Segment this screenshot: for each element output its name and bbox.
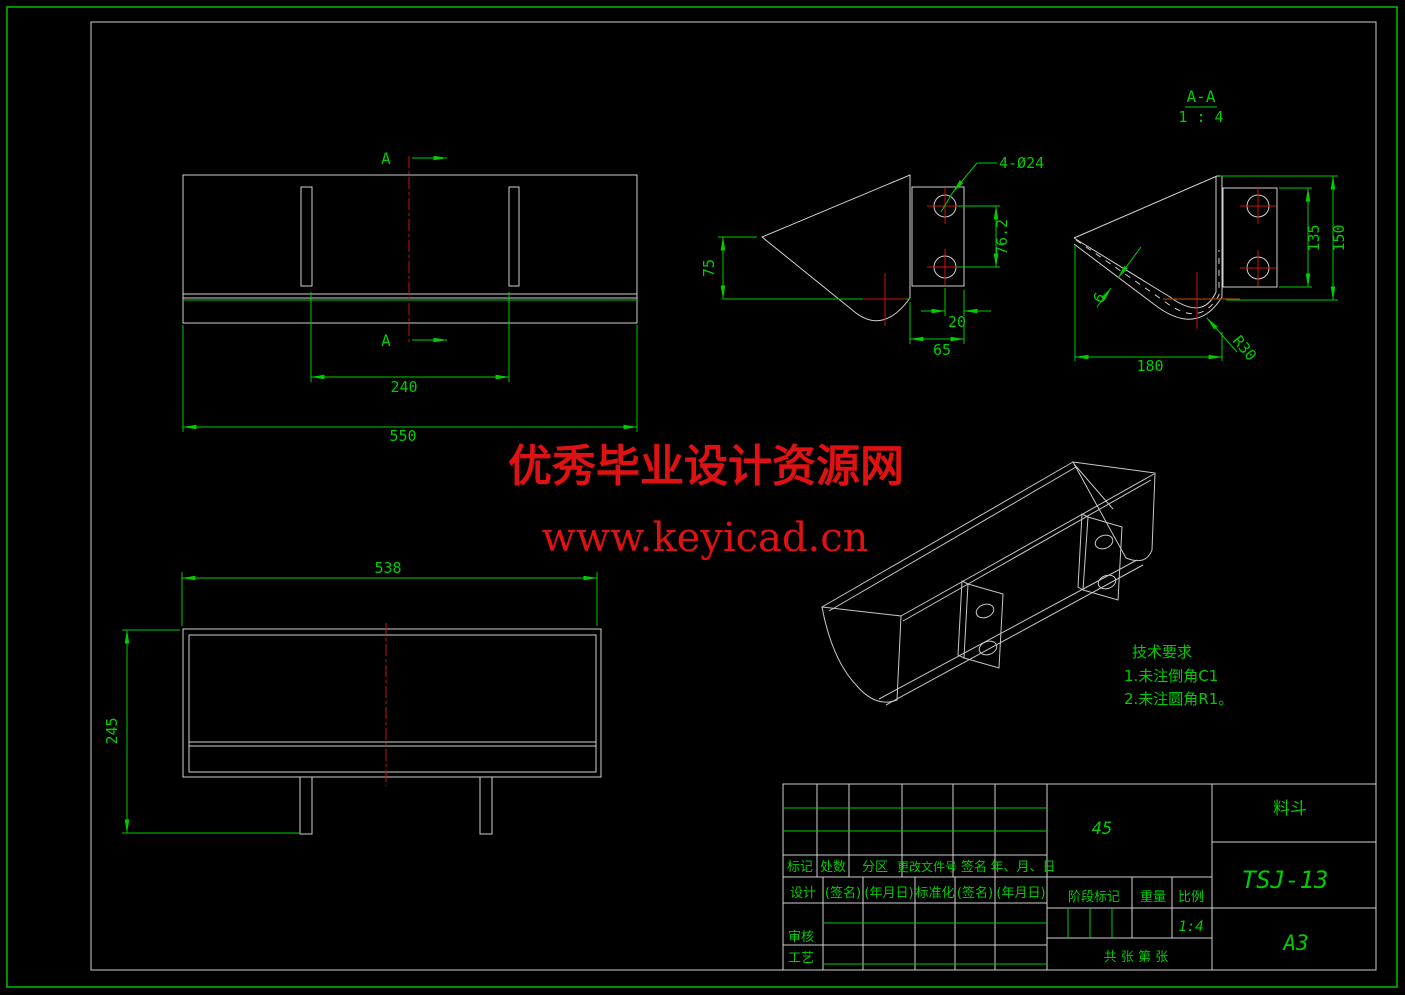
watermark-line2: www.keyicad.cn — [542, 515, 869, 561]
watermark: 优秀毕业设计资源网 www.keyicad.cn — [508, 441, 904, 561]
tb-header-zone: 分区 — [862, 860, 888, 875]
inner-outline — [188, 634, 597, 773]
tb-scale-value: 1:4 — [1178, 919, 1203, 935]
tb-audit: 审核 — [788, 930, 814, 945]
tb-header-docno: 更改文件号 — [897, 859, 957, 874]
dim-text-135: 135 — [1305, 224, 1323, 251]
title-block: 标记 处数 分区 更改文件号 签名 年、月、日 设计 (签名) (年月日) 标准… — [782, 783, 1377, 971]
dim-text-240: 240 — [390, 378, 417, 396]
tech-line1: 1.未注倒角C1 — [1124, 667, 1218, 685]
right-leg — [479, 776, 493, 835]
inner-frame — [90, 21, 1377, 971]
bent-plate-inner — [1073, 176, 1217, 309]
tb-design-date: (年月日) — [864, 886, 913, 901]
side-view: 4-Ø24 75 76.2 20 65 — [700, 154, 1044, 359]
dim-text-538: 538 — [374, 559, 401, 577]
back-top-edge — [821, 461, 1074, 608]
tb-standardize: 标准化 — [915, 886, 954, 901]
dim-text-180: 180 — [1136, 357, 1163, 375]
dim-240: 240 — [310, 292, 510, 396]
dim-text-762: 76.2 — [993, 219, 1011, 255]
section-scale: 1 : 4 — [1178, 108, 1223, 126]
tb-design: 设计 — [790, 886, 816, 901]
hole-centerlines — [1240, 188, 1276, 286]
tb-design-sign: (签名) — [825, 885, 861, 901]
outer-outline — [182, 628, 602, 778]
dim-538: 538 — [181, 559, 598, 626]
tb-std-sign: (签名) — [957, 885, 993, 901]
tb-header-count: 处数 — [820, 860, 846, 875]
tb-header-date: 年、月、日 — [990, 860, 1055, 875]
tb-header-sign: 签名 — [961, 859, 987, 875]
dim-150: 150 — [1220, 175, 1348, 301]
tb-craft: 工艺 — [788, 951, 814, 966]
front-top-edge — [900, 473, 1155, 617]
plate-hole — [1097, 574, 1117, 590]
callout-text: 4-Ø24 — [999, 154, 1044, 172]
mount-plate-section — [1222, 187, 1278, 288]
dim-text-550: 550 — [389, 427, 416, 445]
tb-sheet-info: 共 张 第 张 — [1104, 950, 1168, 965]
dim-text-65: 65 — [933, 341, 951, 359]
dim-20: 20 — [921, 288, 991, 331]
mount-plate — [911, 186, 965, 287]
sheet-border — [6, 6, 1398, 988]
watermark-line1: 优秀毕业设计资源网 — [508, 441, 904, 492]
dim-550: 550 — [182, 325, 638, 445]
rear-cap-fold — [1073, 463, 1114, 510]
section-cut-arrows: A A — [381, 149, 448, 350]
dim-245: 245 — [103, 629, 300, 834]
tb-drawing-no: TSJ-13 — [1242, 866, 1329, 894]
rear-end-cap — [1072, 461, 1156, 562]
tb-part-name: 料斗 — [1273, 799, 1307, 819]
left-leg — [299, 776, 313, 835]
tb-material: 45 — [1092, 819, 1112, 839]
tech-line2: 2.未注圆角R1。 — [1124, 690, 1233, 708]
tech-requirements: 技术要求 1.未注倒角C1 2.未注圆角R1。 — [1124, 643, 1233, 708]
dim-75: 75 — [700, 236, 757, 300]
isometric-view — [821, 461, 1156, 706]
dim-65: 65 — [909, 302, 965, 359]
tb-stage-label: 阶段标记 — [1068, 890, 1120, 905]
dim-135: 135 — [1279, 187, 1323, 288]
tb-scale-label: 比例 — [1178, 890, 1204, 905]
dim-text-150: 150 — [1330, 224, 1348, 251]
dim-text-20: 20 — [948, 313, 966, 331]
section-title: A-A 1 : 4 — [1178, 87, 1223, 126]
section-name: A-A — [1187, 87, 1216, 106]
bottom-edge-outer — [885, 564, 1144, 706]
plate-hole — [978, 640, 998, 656]
plate-hole — [1094, 534, 1114, 550]
left-slot — [300, 186, 313, 287]
callout-4xd24: 4-Ø24 — [940, 154, 1044, 213]
top-view: A A 240 550 — [182, 149, 638, 445]
dim-text-75: 75 — [700, 259, 718, 277]
top-edge — [1073, 175, 1218, 239]
dim-180: 180 — [1074, 245, 1223, 375]
iso-mount-plate-right — [1077, 513, 1123, 601]
tb-weight-label: 重量 — [1140, 889, 1166, 905]
plate-outline — [182, 174, 638, 324]
outer-border — [6, 6, 1398, 988]
dim-text-245: 245 — [103, 717, 121, 744]
tech-title: 技术要求 — [1132, 643, 1192, 661]
plate-hole — [975, 603, 995, 619]
wedge-outline — [761, 174, 911, 322]
tb-sheet-size: A3 — [1281, 931, 1308, 955]
section-label-top: A — [381, 149, 391, 168]
dim-76-2: 76.2 — [957, 205, 1011, 268]
right-slot — [508, 186, 520, 287]
section-label-bottom: A — [381, 331, 391, 350]
front-view: 538 245 — [103, 559, 602, 835]
bottom-edge-inner — [878, 559, 1138, 700]
tb-std-date: (年月日) — [996, 886, 1045, 901]
tb-header-mark: 标记 — [787, 860, 813, 875]
section-hatch — [1075, 239, 1220, 315]
iso-mount-plate-left — [957, 580, 1004, 669]
